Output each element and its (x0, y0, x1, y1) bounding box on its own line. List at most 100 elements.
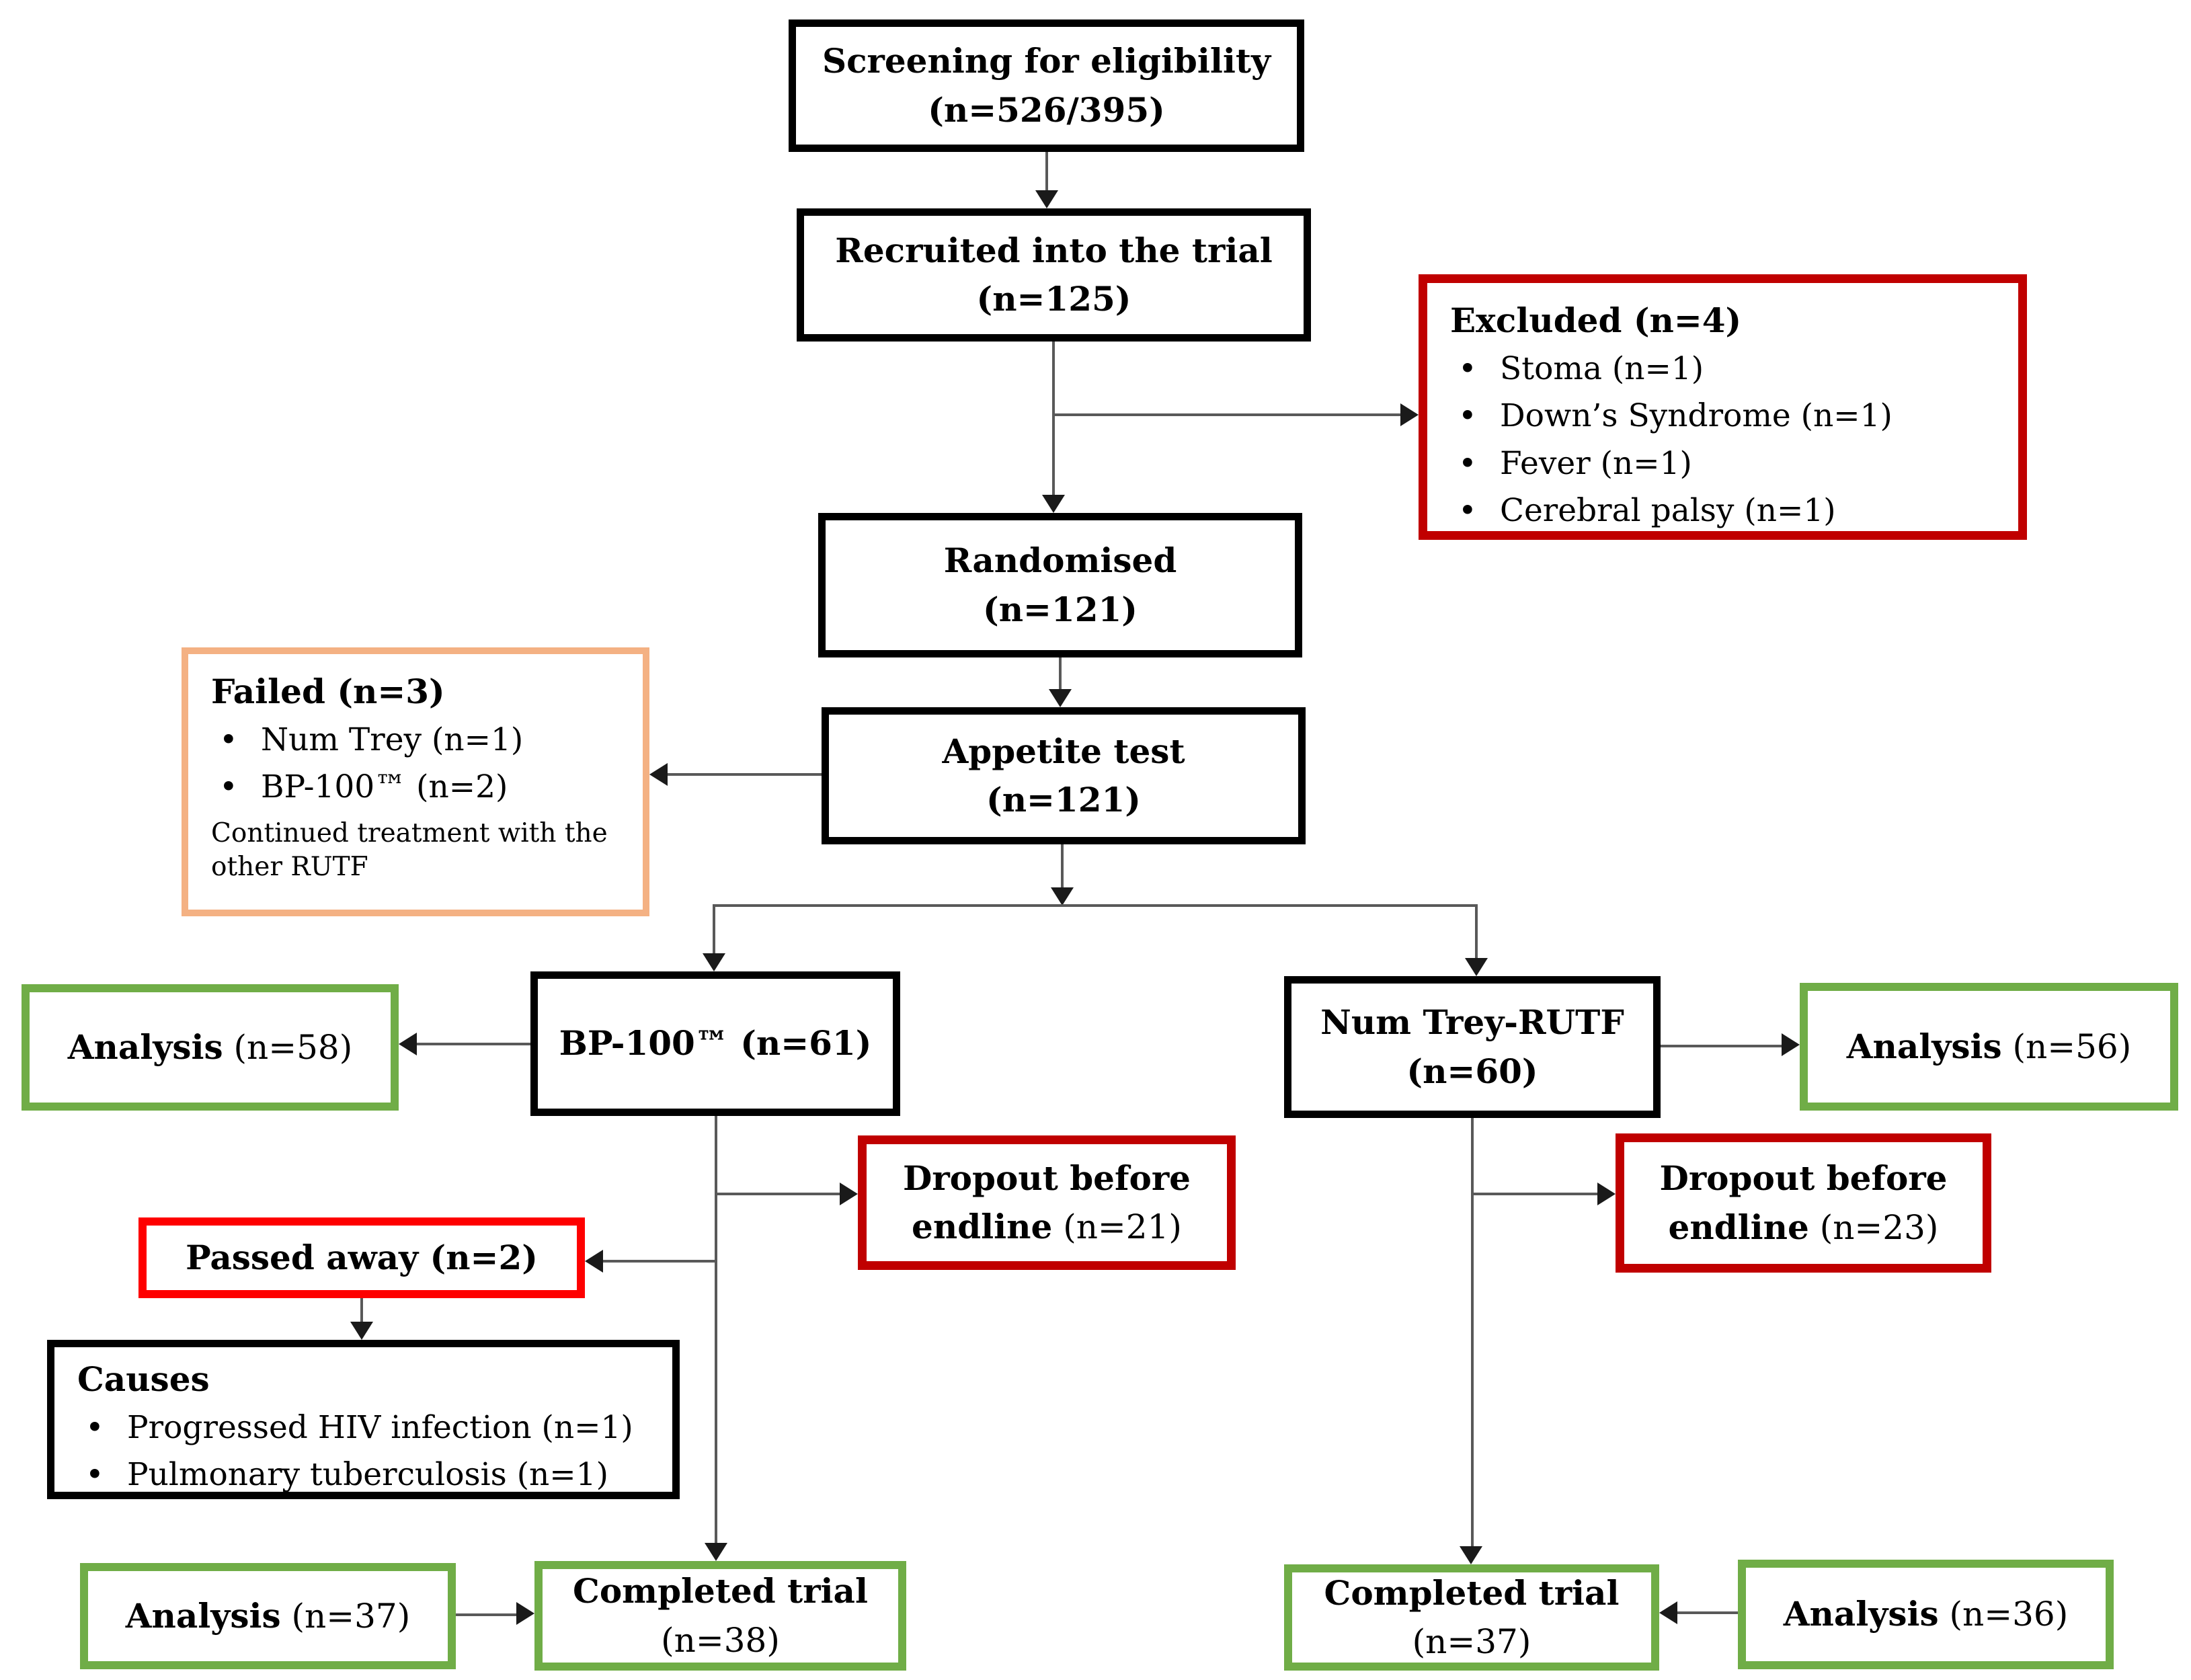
appetite-test-box: Appetite test (n=121) (822, 707, 1306, 844)
excluded-item: • Stoma (n=1) (1450, 346, 1995, 393)
arrowhead-left-icon (649, 763, 668, 786)
screening-title: Screening for eligibility (822, 41, 1271, 81)
connector-split-bp100 (713, 904, 715, 954)
causes-item: • Progressed HIV infection (n=1) (77, 1404, 649, 1452)
connector-appetite-split (1061, 844, 1064, 889)
bp100-arm-title: BP-100™ (n=61) (559, 1023, 872, 1064)
dropout-23-rest: (n=23) (1808, 1207, 1939, 1247)
arrowhead-right-icon (840, 1183, 858, 1205)
causes-item-text: Progressed HIV infection (n=1) (127, 1408, 633, 1446)
passed-away-box: Passed away (n=2) (138, 1217, 585, 1298)
dropout-23-label: Dropout before endline (n=23) (1643, 1154, 1964, 1252)
connector-screening-recruited (1045, 152, 1048, 192)
arrowhead-right-icon (516, 1602, 534, 1625)
arrowhead-down-icon (350, 1322, 373, 1340)
connector-numtrey-analysis56 (1661, 1045, 1782, 1047)
arrowhead-down-icon (1042, 495, 1065, 513)
analysis-58-rest: (n=58) (223, 1027, 353, 1067)
failed-item: •Num Trey (n=1) (211, 717, 620, 764)
appetite-test-n: (n=121) (986, 780, 1141, 819)
connector-split-numtrey (1475, 904, 1478, 959)
analysis-37-box: Analysis (n=37) (80, 1563, 456, 1669)
connector-passedaway-causes (360, 1298, 363, 1322)
excluded-item: • Cerebral palsy (n=1) (1450, 487, 1995, 535)
bullet-icon: • (1458, 492, 1477, 529)
bullet-icon: • (219, 768, 238, 805)
failed-item: • BP-100™ (n=2) (211, 764, 620, 811)
arrowhead-down-icon (1051, 887, 1074, 906)
split-bar (714, 904, 1476, 907)
completed-trial-38-n: (n=38) (661, 1620, 780, 1660)
analysis-36-label: Analysis (n=36) (1784, 1590, 2069, 1639)
bullet-icon: • (1458, 444, 1477, 482)
completed-trial-37-box: Completed trial (n=37) (1284, 1564, 1659, 1671)
arrowhead-down-icon (1035, 190, 1058, 208)
analysis-58-box: Analysis (n=58) (22, 984, 399, 1111)
causes-item-text: Pulmonary tuberculosis (n=1) (127, 1456, 608, 1493)
bullet-icon: • (219, 721, 238, 758)
analysis-56-label: Analysis (n=56) (1847, 1023, 2132, 1072)
recruited-n: (n=125) (976, 279, 1131, 319)
connector-analysis37-completed38 (456, 1613, 516, 1616)
failed-item-text: BP-100™ (n=2) (261, 768, 508, 805)
completed-trial-38-box: Completed trial (n=38) (534, 1561, 906, 1671)
arrowhead-right-icon (1400, 403, 1419, 426)
analysis-58-bold: Analysis (67, 1027, 223, 1067)
causes-item: • Pulmonary tuberculosis (n=1) (77, 1451, 649, 1499)
analysis-56-bold: Analysis (1846, 1026, 2002, 1066)
randomised-box: Randomised (n=121) (818, 513, 1302, 657)
connector-to-dropout21 (716, 1193, 840, 1195)
bullet-icon: • (1458, 397, 1477, 434)
arrowhead-down-icon (1049, 689, 1072, 707)
screening-box: Screening for eligibility (n=526/395) (789, 19, 1304, 152)
arrowhead-down-icon (1460, 1546, 1482, 1564)
connector-randomised-appetite (1059, 657, 1062, 691)
arrowhead-down-icon (705, 1543, 727, 1561)
numtrey-arm-box: Num Trey-RUTF (n=60) (1284, 976, 1661, 1118)
arrowhead-left-icon (399, 1033, 417, 1055)
arrowhead-left-icon (585, 1250, 603, 1273)
excluded-item: • Fever (n=1) (1450, 440, 1995, 488)
analysis-37-rest: (n=37) (280, 1596, 411, 1636)
passed-away-label: Passed away (n=2) (186, 1237, 538, 1277)
analysis-36-rest: (n=36) (1938, 1595, 2069, 1634)
analysis-56-rest: (n=56) (2001, 1027, 2132, 1066)
recruited-box: Recruited into the trial (n=125) (797, 208, 1311, 342)
bullet-icon: • (85, 1408, 104, 1446)
analysis-37-bold: Analysis (125, 1595, 281, 1636)
connector-numtrey-completed (1471, 1118, 1474, 1546)
arrowhead-down-icon (1465, 958, 1488, 976)
excluded-box: Excluded (n=4) •Stoma (n=1) •Down’s Synd… (1419, 274, 2027, 540)
analysis-36-bold: Analysis (1783, 1594, 1939, 1634)
bullet-icon: • (1458, 350, 1477, 387)
excluded-item-text: Fever (n=1) (1500, 444, 1692, 482)
completed-trial-38-title: Completed trial (573, 1571, 868, 1611)
causes-box: Causes • Progressed HIV infection (n=1) •… (47, 1340, 680, 1499)
randomised-n: (n=121) (983, 589, 1138, 629)
analysis-37-label: Analysis (n=37) (126, 1592, 411, 1641)
completed-trial-37-n: (n=37) (1412, 1622, 1531, 1661)
bp100-arm-box: BP-100™ (n=61) (530, 971, 900, 1116)
arrowhead-right-icon (1782, 1033, 1800, 1056)
dropout-23-box: Dropout before endline (n=23) (1616, 1133, 1991, 1273)
connector-bp100-completed (715, 1116, 717, 1543)
connector-bp100-analysis58 (417, 1043, 530, 1045)
excluded-header: Excluded (n=4) (1450, 301, 1742, 340)
connector-to-excluded (1053, 413, 1400, 416)
arrowhead-down-icon (703, 953, 725, 971)
excluded-item-text: Stoma (n=1) (1500, 350, 1704, 387)
causes-header: Causes (77, 1359, 210, 1399)
dropout-21-box: Dropout before endline (n=21) (858, 1135, 1236, 1270)
bullet-icon: • (85, 1456, 104, 1493)
arrowhead-left-icon (1659, 1601, 1677, 1624)
screening-n: (n=526/395) (928, 89, 1165, 130)
dropout-21-bold: Dropout before endline (902, 1158, 1191, 1247)
dropout-21-rest: (n=21) (1052, 1207, 1182, 1246)
excluded-item-text: Cerebral palsy (n=1) (1500, 492, 1836, 529)
appetite-test-title: Appetite test (942, 731, 1185, 771)
analysis-36-box: Analysis (n=36) (1738, 1560, 2114, 1669)
numtrey-arm-title: Num Trey-RUTF (1320, 1002, 1624, 1042)
randomised-title: Randomised (943, 541, 1177, 580)
numtrey-arm-n: (n=60) (1406, 1051, 1538, 1091)
